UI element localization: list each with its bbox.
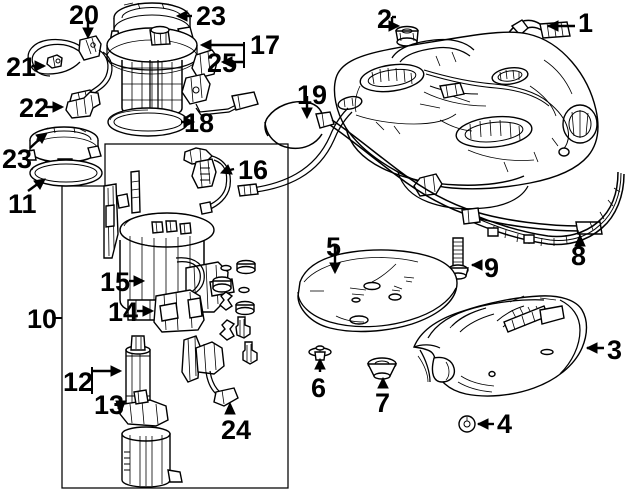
callout-11[interactable]: 11 <box>8 189 37 219</box>
callout-21[interactable]: 21 <box>6 52 37 82</box>
small-hardware-parts <box>212 259 258 365</box>
callout-4[interactable]: 4 <box>497 409 513 439</box>
callout-2[interactable]: 2 <box>377 4 393 34</box>
callout-23-upper[interactable]: 23 <box>196 1 227 31</box>
callout-15[interactable]: 15 <box>100 267 131 297</box>
callout-20[interactable]: 20 <box>69 0 100 30</box>
callout-13[interactable]: 13 <box>94 390 125 420</box>
part-14-retainer-cover <box>153 289 205 333</box>
callout-24[interactable]: 24 <box>221 415 252 445</box>
callout-16[interactable]: 16 <box>238 155 269 185</box>
callout-25[interactable]: 25 <box>207 48 238 78</box>
callout-9[interactable]: 9 <box>484 253 500 283</box>
pump-reservoir-canister <box>121 426 183 488</box>
callout-5[interactable]: 5 <box>326 232 342 262</box>
callout-leaders <box>27 10 604 430</box>
part-18-tank-seal <box>107 107 189 137</box>
callout-10[interactable]: 10 <box>27 304 58 334</box>
fuel-tank <box>237 31 599 210</box>
callout-12[interactable]: 12 <box>63 367 94 397</box>
part-15-pump-housing <box>103 170 235 321</box>
part-16-sender-harness <box>183 147 231 215</box>
callout-18[interactable]: 18 <box>184 108 215 138</box>
callout-7[interactable]: 7 <box>375 388 391 418</box>
callout-3[interactable]: 3 <box>607 335 623 365</box>
callout-23-lower[interactable]: 23 <box>2 144 33 174</box>
callout-19[interactable]: 19 <box>297 80 328 110</box>
part-5-protector-plate <box>297 249 458 333</box>
callout-17[interactable]: 17 <box>250 30 281 60</box>
part-8-tank-strap <box>461 171 625 247</box>
callout-14[interactable]: 14 <box>108 297 139 327</box>
callout-22[interactable]: 22 <box>19 93 50 123</box>
part-6-protector-clip <box>308 345 332 361</box>
part-24-level-sensor-float <box>181 335 239 407</box>
callout-6[interactable]: 6 <box>311 373 327 403</box>
callout-8[interactable]: 8 <box>571 241 587 271</box>
part-4-heat-shield-nut <box>458 415 476 433</box>
part-13-filter-bracket <box>119 389 169 427</box>
part-21-connector-clip <box>46 54 63 69</box>
part-11-pump-gasket <box>29 159 103 187</box>
part-7-grommet-nut <box>366 357 398 380</box>
callout-1[interactable]: 1 <box>578 8 594 38</box>
part-3-heat-shield <box>413 295 588 397</box>
part-22-harness-connector <box>65 91 101 119</box>
